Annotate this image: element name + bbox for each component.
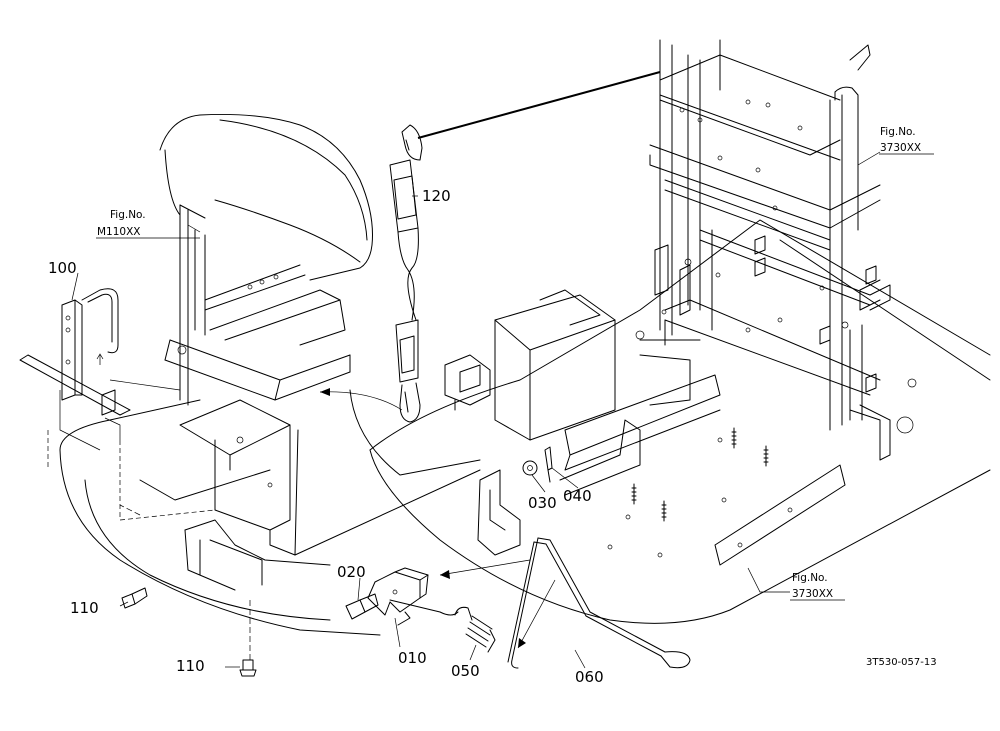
- bolt-020: [345, 593, 379, 620]
- washer-030: [522, 460, 538, 476]
- seat-frame: [164, 204, 351, 406]
- ref-3730-top: 3730XX: [880, 142, 921, 154]
- label-040: 040: [563, 487, 592, 505]
- bracket-plate: [139, 399, 299, 556]
- fig-label-3730-top: Fig.No.: [880, 126, 916, 138]
- part-labels: 120 100 020 010 050 060 030 040 110 110: [48, 187, 604, 686]
- label-030: 030: [528, 494, 557, 512]
- drawing-number: 3T530-057-13: [866, 657, 937, 668]
- label-110-upper: 110: [70, 599, 99, 617]
- figure-refs: Fig.No. M110XX Fig.No. 3730XX Fig.No. 37…: [96, 126, 934, 601]
- bolt-110-lower: [239, 659, 257, 677]
- leader-lines: [71, 151, 881, 669]
- fig-label-m110: Fig.No.: [110, 209, 146, 221]
- hook-bracket-100: [19, 288, 181, 451]
- arrows: [319, 71, 661, 649]
- label-020: 020: [337, 563, 366, 581]
- fender-outline: [59, 389, 481, 636]
- dashed-guides: [47, 430, 251, 660]
- strap-120: [389, 124, 423, 423]
- ref-3730-bottom: 3730XX: [792, 588, 833, 600]
- rops-frame: [649, 39, 891, 461]
- center-box: [444, 289, 641, 496]
- ref-m110: M110XX: [97, 226, 141, 238]
- label-010: 010: [398, 649, 427, 667]
- spring-050: [389, 599, 496, 653]
- label-100: 100: [48, 259, 77, 277]
- label-120: 120: [422, 187, 451, 205]
- label-060: 060: [575, 668, 604, 686]
- floor-plate: [369, 219, 991, 624]
- label-050: 050: [451, 662, 480, 680]
- label-110-lower: 110: [176, 657, 205, 675]
- rod-060: [507, 537, 691, 669]
- bolt-110-upper: [121, 587, 148, 609]
- fig-label-3730-bottom: Fig.No.: [792, 572, 828, 584]
- seat-outline: [159, 113, 373, 281]
- switch-bracket: [294, 469, 521, 556]
- plate-010: [367, 567, 429, 626]
- pin-040: [544, 446, 553, 483]
